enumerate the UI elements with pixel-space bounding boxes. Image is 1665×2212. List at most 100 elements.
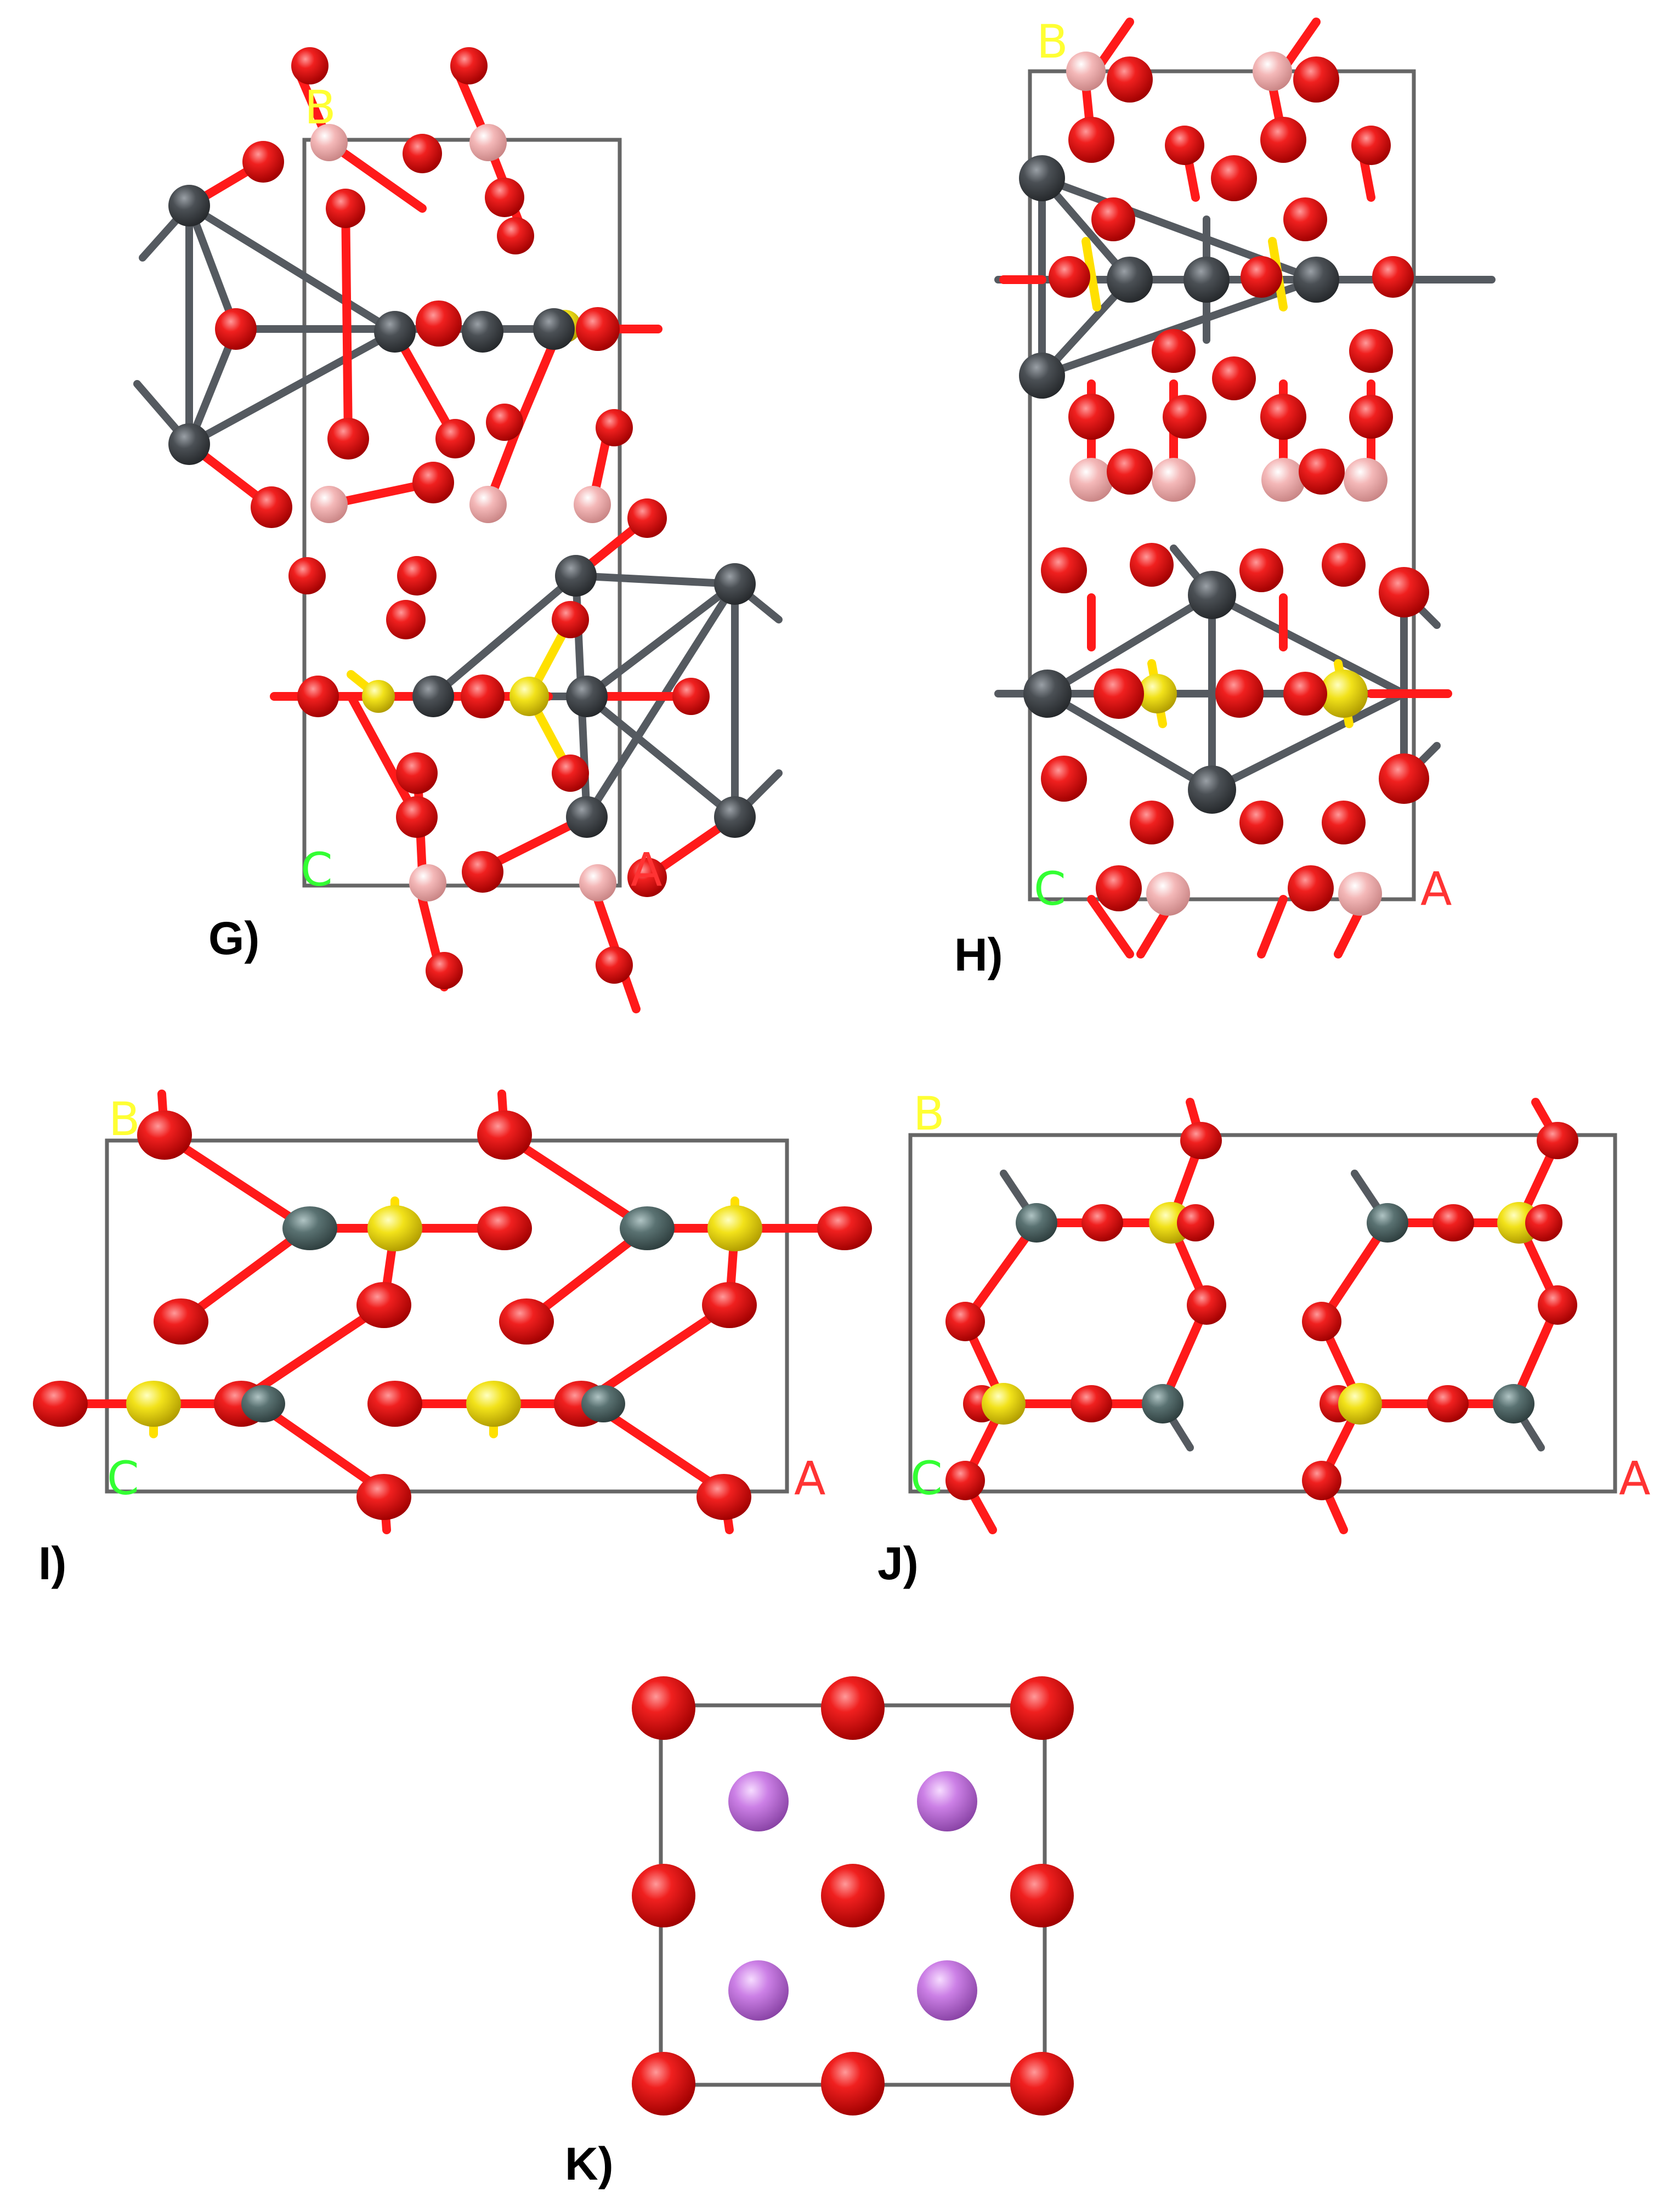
metal-atom [241, 1385, 285, 1422]
oxygen-atom [1349, 395, 1393, 439]
oxygen-atom [477, 1206, 532, 1250]
bonds-j [961, 1098, 1562, 1534]
oxygen-atom [1283, 672, 1327, 716]
oxygen-atom [215, 308, 257, 350]
axis-label-a: A [1420, 862, 1452, 916]
oxygen-atom [632, 1676, 695, 1740]
oxygen-atom [1283, 197, 1327, 241]
oxygen-atom [632, 2052, 695, 2115]
oxygen-atom [403, 134, 442, 173]
oxygen-atom [386, 600, 426, 639]
oxygen-atom [1041, 756, 1087, 802]
oxygen-atom [1187, 1285, 1226, 1325]
metal-atom [1023, 670, 1072, 718]
oxygen-atom [1302, 1461, 1341, 1500]
panel-label-i: I) [38, 1538, 66, 1589]
lithium-atom [917, 1771, 977, 1831]
oxygen-atom [576, 307, 620, 351]
oxygen-atom [33, 1381, 88, 1427]
oxygen-atom [1372, 256, 1414, 298]
oxygen-atom [1107, 449, 1153, 495]
oxygen-atom [154, 1298, 208, 1345]
oxygen-atom [327, 418, 369, 460]
bonds-g [133, 61, 783, 1013]
oxygen-atom [1010, 1676, 1074, 1740]
panel-i: B C A I) [33, 1090, 872, 1589]
oxygen-atom [627, 858, 667, 897]
atoms-k [632, 1676, 1074, 2115]
oxygen-atom [1049, 256, 1090, 298]
oxygen-atom [821, 1864, 885, 1927]
axis-label-b: B [109, 1092, 140, 1146]
sulfur-atom [367, 1205, 422, 1251]
oxygen-atom [696, 1474, 751, 1520]
hydrogen-atom [1253, 52, 1292, 91]
oxygen-atom [1299, 449, 1345, 495]
oxygen-atom [291, 47, 329, 84]
oxygen-atom [367, 1381, 422, 1427]
axis-label-c: C [1034, 862, 1066, 916]
oxygen-atom [596, 409, 633, 446]
oxygen-atom [1071, 1385, 1112, 1422]
oxygen-atom [1180, 1122, 1222, 1159]
axis-label-b: B [913, 1087, 945, 1141]
oxygen-atom [486, 404, 523, 441]
oxygen-atom [396, 752, 438, 794]
metal-atom [462, 311, 503, 353]
sulfur-atom [509, 677, 549, 716]
sulfur-atom [362, 680, 395, 713]
oxygen-atom [552, 755, 589, 792]
oxygen-atom [1177, 1204, 1214, 1241]
axis-label-c: C [910, 1451, 943, 1505]
lithium-atom [728, 1771, 789, 1831]
hydrogen-atom [1338, 872, 1382, 916]
sulfur-atom [1319, 670, 1368, 718]
oxygen-atom [1163, 395, 1207, 439]
oxygen-atom [426, 952, 463, 989]
oxygen-atom [435, 419, 475, 458]
metal-atom [533, 308, 575, 350]
panel-k: K) [565, 1676, 1074, 2190]
oxygen-atom [450, 47, 488, 84]
oxygen-atom [1351, 126, 1391, 165]
metal-atom [1019, 155, 1065, 201]
axis-label-b: B [1037, 15, 1068, 69]
oxygen-atom [596, 946, 633, 984]
metal-atom [566, 676, 608, 717]
oxygen-atom [251, 486, 292, 528]
hydrogen-atom [1069, 458, 1113, 502]
oxygen-atom [326, 189, 365, 228]
hydrogen-atom [1344, 458, 1388, 502]
metal-atom [1183, 257, 1230, 303]
oxygen-atom [632, 1864, 695, 1927]
sulfur-atom [466, 1381, 521, 1427]
metal-atom [581, 1385, 625, 1422]
oxygen-atom [1130, 801, 1174, 844]
unit-cell-h [1028, 69, 1416, 901]
oxygen-atom [1068, 394, 1114, 440]
oxygen-atom [1322, 801, 1366, 844]
oxygen-atom [1096, 865, 1142, 911]
oxygen-atom [412, 462, 454, 503]
oxygen-atom [1211, 155, 1257, 201]
oxygen-atom [1379, 567, 1429, 617]
oxygen-atom [1241, 256, 1282, 298]
oxygen-atom [1293, 56, 1339, 103]
sulfur-atom [1338, 1383, 1382, 1425]
oxygen-atom [1302, 1302, 1341, 1341]
oxygen-atom [1212, 356, 1256, 400]
metal-atom [566, 796, 608, 838]
metal-atom [1016, 1203, 1057, 1243]
oxygen-atom [627, 498, 667, 538]
oxygen-atom [1322, 543, 1366, 587]
metal-atom [620, 1206, 675, 1250]
hydrogen-atom [469, 124, 507, 161]
metal-atom [1188, 765, 1236, 814]
atoms-h [1019, 52, 1429, 916]
panel-h: B C A H) [954, 15, 1496, 980]
hydrogen-atom [310, 486, 348, 523]
metal-atom [1493, 1384, 1534, 1423]
atoms-i [33, 1110, 872, 1520]
metal-atom [1107, 257, 1153, 303]
atoms-j [945, 1122, 1578, 1500]
